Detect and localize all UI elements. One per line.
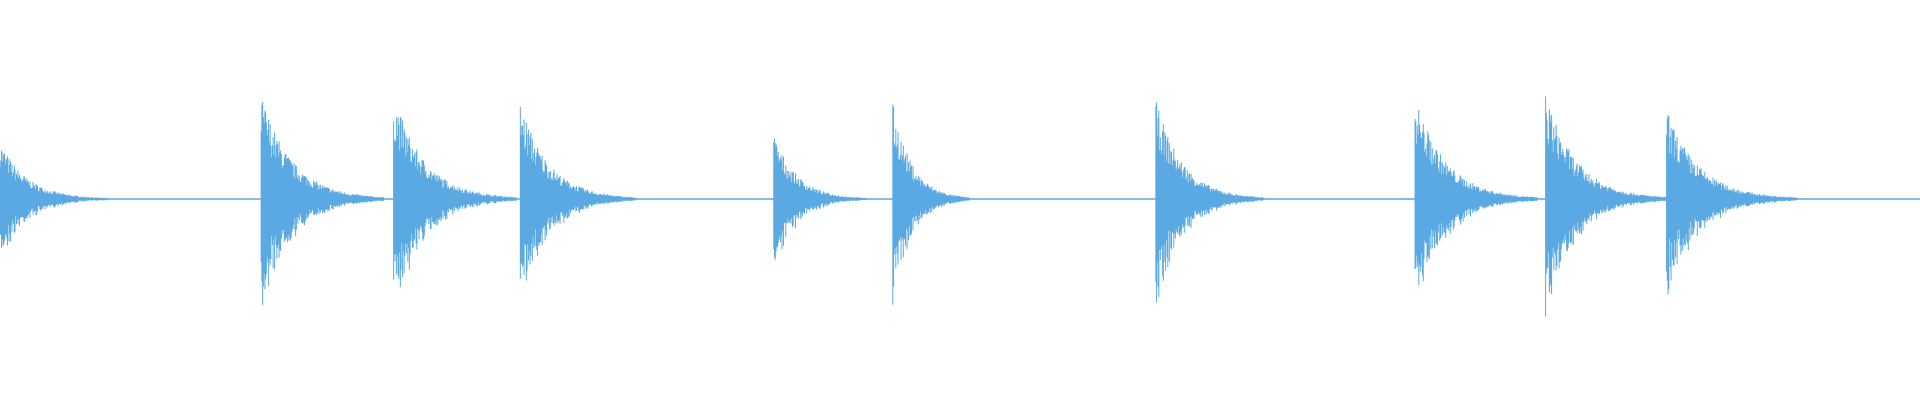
transient-burst (0, 150, 108, 248)
waveform-transient (892, 104, 970, 305)
waveform-transient (393, 117, 517, 288)
transient-burst (1414, 110, 1538, 286)
waveform-transient (773, 138, 866, 260)
waveform-transient (1545, 96, 1669, 317)
transient-burst (393, 117, 517, 288)
transient-burst (1155, 102, 1264, 303)
waveform-transient (1155, 102, 1264, 303)
transient-burst (892, 104, 970, 305)
waveform-transient (1666, 115, 1798, 295)
waveform-transient (0, 150, 108, 248)
waveform-transients (0, 96, 1798, 317)
waveform-transient (260, 101, 384, 305)
waveform-transient (519, 106, 636, 281)
transient-burst (1545, 96, 1669, 317)
transient-burst (519, 106, 636, 281)
waveform-transient (1414, 110, 1538, 286)
transient-burst (1666, 115, 1798, 295)
transient-burst (773, 138, 866, 260)
transient-burst (260, 101, 384, 305)
